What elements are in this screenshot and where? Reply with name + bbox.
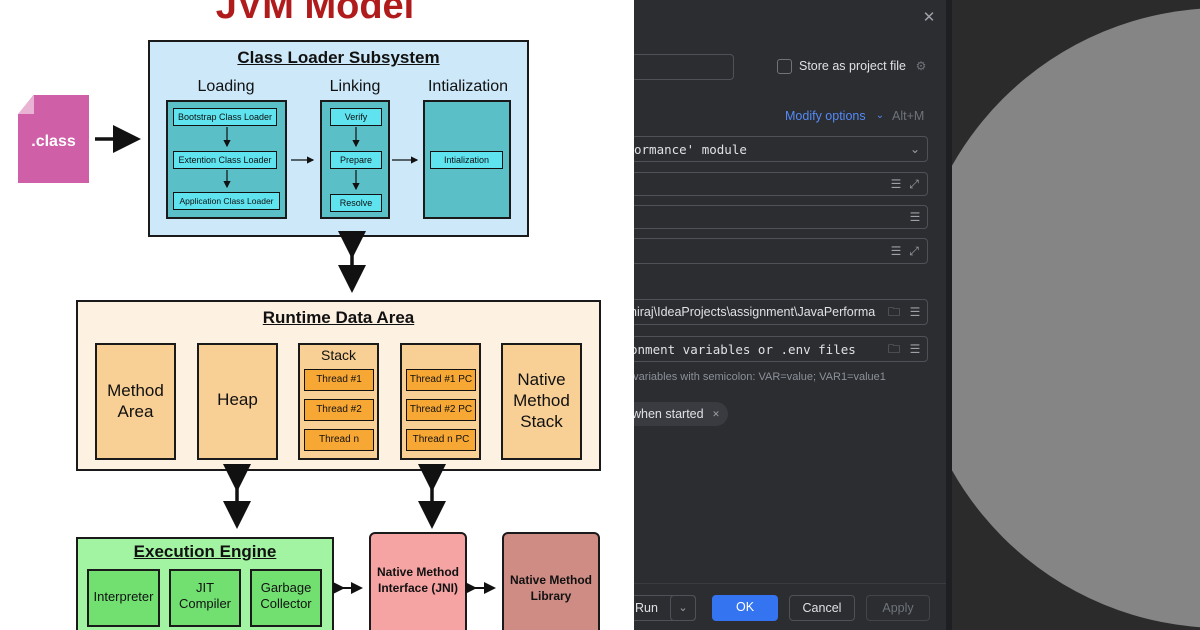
working-dir-value: hiraj\IdeaProjects\assignment\JavaPerfor… [634,305,876,319]
jvm-diagram: JVM Model .class Class Loader Subsystem … [18,0,601,630]
resolve-step: Resolve [330,194,382,212]
gray-circle [952,8,1200,628]
initialization-title: Intialization [427,78,509,95]
native-stack-label: Native Method Stack [513,370,570,431]
interpreter-box [87,569,160,627]
class-file-label: .class [31,133,76,150]
class-loader-title: Class Loader Subsystem [237,48,440,67]
vm-options-field[interactable] [634,172,928,196]
cancel-label: Cancel [802,601,842,615]
execution-title: Execution Engine [133,542,277,561]
run-configuration-dialog: ✕ Store as project file ⚙ Modify options… [634,0,946,630]
option-chip[interactable] [634,402,728,426]
list-icon[interactable]: ☰ [909,342,921,356]
chevron-down-icon: ⌄ [678,602,688,614]
list-icon[interactable]: ☰ [909,305,921,319]
expand-icon[interactable]: ⤢ [909,177,919,191]
panel-separator [946,0,952,630]
native-lib-label: Native Method Library [509,573,592,603]
extension-loader: Extention Class Loader [173,151,277,169]
main-class-field[interactable] [634,205,928,229]
jni-label: Native Method Interface (JNI) [376,565,459,595]
pc-thread-n: Thread n PC [406,429,476,451]
run-dropdown-button[interactable]: ⌄ [670,595,696,621]
linking-title: Linking [329,78,381,95]
bootstrap-loader: Bootstrap Class Loader [173,108,277,126]
application-loader: Application Class Loader [173,192,280,210]
ok-button[interactable]: OK [712,595,778,621]
interpreter-label: Interpreter [93,589,154,604]
list-icon[interactable]: ☰ [890,177,902,191]
gc-label: Garbage Collector [260,580,312,611]
chevron-down-icon[interactable]: ⌄ [909,142,921,156]
modify-options-link[interactable]: Modify options [785,109,866,123]
ok-label: OK [735,600,755,614]
gc-box [250,569,322,627]
jit-label: JIT Compiler [178,580,231,611]
dialog-footer-divider [634,583,946,584]
store-label[interactable]: Store as project file [799,59,906,73]
list-icon[interactable]: ☰ [909,210,921,224]
store-checkbox[interactable] [777,59,792,74]
runtime-title: Runtime Data Area [262,308,415,327]
name-field[interactable] [634,54,734,80]
chevron-down-icon[interactable]: ⌄ [875,110,885,121]
jit-box [169,569,241,627]
pc-thread-2: Thread #2 PC [406,399,476,421]
method-area-label: Method Area [107,381,164,421]
method-area [95,343,176,460]
folder-icon[interactable]: 🗀 [887,305,900,319]
apply-label: Apply [882,601,914,615]
initialization-step: Intialization [430,151,503,169]
gear-icon[interactable]: ⚙ [915,59,927,73]
module-value: ormance' module [634,142,747,157]
env-vars-hint: e variables with semicolon: VAR=value; V… [634,371,886,383]
pc-thread-1: Thread #1 PC [406,369,476,391]
native-lib-box [502,532,600,630]
cancel-button[interactable]: Cancel [789,595,855,621]
close-icon[interactable]: ✕ [712,409,720,419]
stack-thread-1: Thread #1 [304,369,374,391]
native-stack-area [501,343,582,460]
working-dir-field[interactable] [634,299,928,325]
close-icon[interactable]: ✕ [922,9,936,26]
apply-button[interactable]: Apply [866,595,930,621]
loading-title: Loading [197,78,255,95]
heap-label: Heap [217,390,258,409]
stack-thread-2: Thread #2 [304,399,374,421]
module-select[interactable] [634,136,928,162]
stack-label: Stack [320,347,356,363]
folder-icon[interactable]: 🗀 [887,342,900,356]
diagram-title: JVM Model [215,0,415,27]
run-label: Run [635,601,658,615]
list-icon[interactable]: ☰ [890,244,902,258]
heap-area [197,343,278,460]
dark-side-panel [952,0,1200,630]
stack-thread-n: Thread n [304,429,374,451]
jni-box [369,532,467,630]
expand-icon[interactable]: ⤢ [909,244,919,258]
env-vars-placeholder: onment variables or .env files [634,342,856,357]
prepare-step: Prepare [330,151,382,169]
env-vars-field[interactable] [634,336,928,362]
modify-shortcut: Alt+M [892,109,925,123]
program-args-field[interactable] [634,238,928,264]
chip-label: when started [634,407,704,421]
verify-step: Verify [330,108,382,126]
